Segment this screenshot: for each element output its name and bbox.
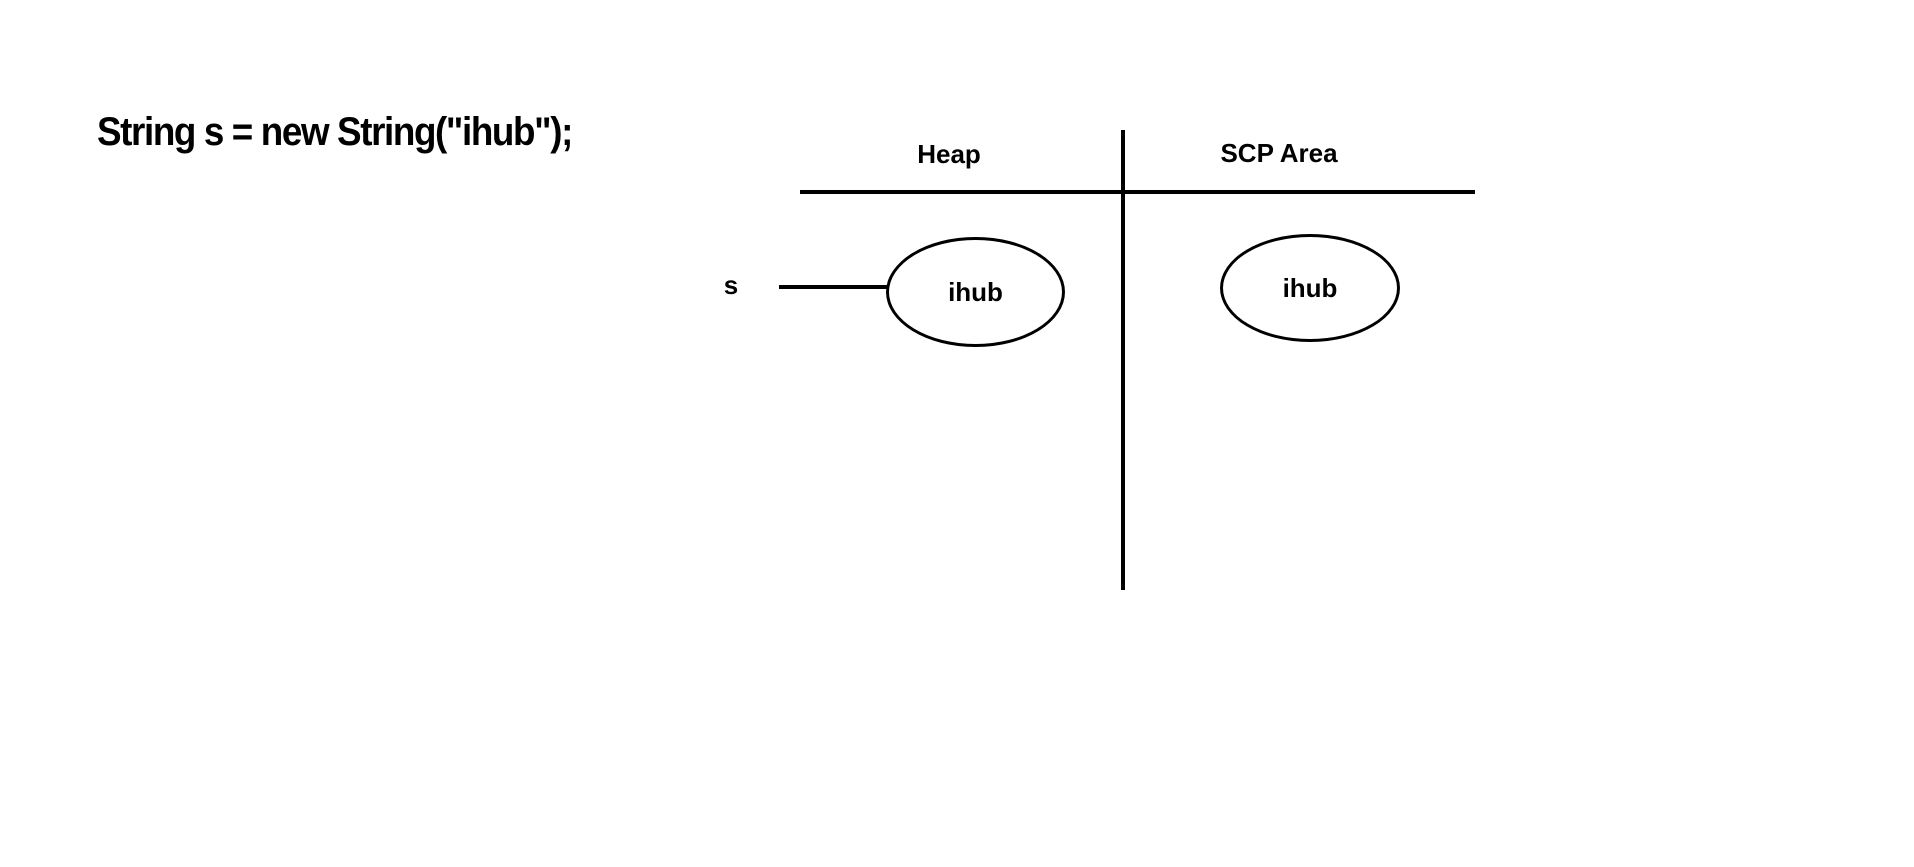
- reference-variable-label: s: [723, 270, 739, 300]
- code-statement: String s = new String("ihub");: [97, 110, 573, 154]
- reference-pointer-line: [779, 285, 888, 289]
- scp-area-header: SCP Area: [1220, 138, 1338, 168]
- scp-string-object: ihub: [1220, 234, 1400, 342]
- heap-string-value: ihub: [948, 277, 1003, 307]
- memory-divider-line: [1121, 130, 1125, 590]
- scp-string-value: ihub: [1282, 273, 1338, 303]
- heap-string-object: ihub: [886, 237, 1065, 347]
- header-divider-line: [800, 190, 1475, 194]
- heap-header: Heap: [917, 139, 981, 169]
